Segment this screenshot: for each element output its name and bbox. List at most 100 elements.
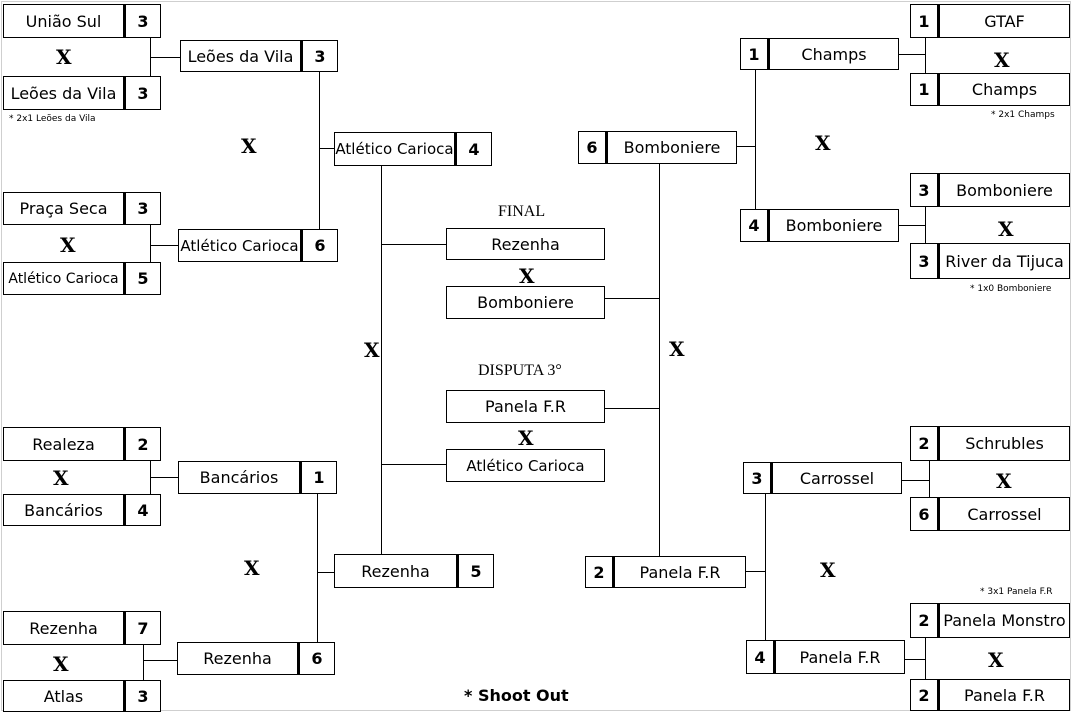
connector-line — [319, 72, 320, 229]
versus-mark: X — [996, 469, 1012, 493]
versus-mark: X — [988, 648, 1004, 672]
team-name: Atlético Carioca — [180, 236, 299, 255]
connector-line — [150, 57, 180, 58]
third-place-label: DISPUTA 3° — [478, 362, 562, 379]
connector-line — [381, 244, 446, 245]
connector-line — [150, 245, 178, 246]
team-name: Leões da Vila — [10, 83, 117, 103]
team-score: 6 — [297, 643, 334, 674]
team-box-panela-monstro: 2 Panela Monstro — [910, 603, 1070, 638]
connector-line — [143, 660, 177, 661]
team-name: Champs — [971, 80, 1038, 99]
connector-line — [905, 659, 925, 660]
connector-line — [929, 461, 930, 497]
versus-mark: X — [998, 217, 1014, 241]
team-name: Panela F.R — [485, 397, 566, 416]
team-box-atletico-carioca-qf: Atlético Carioca 6 — [178, 229, 338, 262]
connector-line — [150, 225, 151, 262]
team-score: 6 — [579, 132, 608, 163]
final-team-rezenha: Rezenha — [446, 228, 605, 260]
team-box-carrossel-qf: 3 Carrossel — [743, 462, 902, 494]
team-score: 3 — [123, 681, 160, 711]
team-box-champs-qf: 1 Champs — [740, 38, 899, 70]
team-score: 3 — [744, 463, 773, 493]
team-score: 4 — [454, 133, 491, 165]
team-name: Atlas — [43, 686, 84, 706]
team-box-gtaf: 1 GTAF — [910, 4, 1070, 38]
team-box-bancarios: Bancários 4 — [3, 494, 161, 526]
team-box-uniao-sul: União Sul 3 — [3, 4, 161, 38]
team-name: Rezenha — [29, 618, 98, 638]
connector-line — [317, 572, 334, 573]
shootout-note: * 2x1 Leões da Vila — [9, 114, 96, 124]
team-name: Atlético Carioca — [466, 456, 585, 475]
team-name: Praça Seca — [19, 199, 108, 218]
team-name: Rezenha — [491, 234, 560, 254]
team-box-champs: 1 Champs — [910, 73, 1070, 106]
connector-line — [605, 408, 659, 409]
team-score: 4 — [747, 641, 776, 673]
versus-mark: X — [669, 337, 685, 361]
team-box-river-da-tijuca: 3 River da Tijuca — [910, 243, 1070, 279]
team-name: Atlético Carioca — [8, 270, 119, 287]
connector-line — [605, 298, 659, 299]
team-name: União Sul — [25, 11, 102, 31]
connector-line — [755, 70, 756, 209]
team-score: 3 — [123, 5, 160, 37]
team-box-leoes-da-vila-qf: Leões da Vila 3 — [180, 40, 338, 72]
connector-line — [381, 464, 446, 465]
versus-mark: X — [364, 338, 380, 362]
connector-line — [737, 146, 755, 147]
team-box-rezenha-sf: Rezenha 5 — [334, 554, 494, 588]
team-score: 6 — [911, 498, 940, 530]
team-name: Champs — [801, 44, 867, 64]
team-box-panela-fr: 2 Panela F.R — [910, 679, 1070, 711]
connector-line — [925, 38, 926, 73]
versus-mark: X — [241, 134, 257, 158]
connector-line — [925, 207, 926, 243]
connector-line — [317, 494, 318, 642]
team-name: GTAF — [984, 11, 1025, 31]
connector-line — [381, 166, 382, 554]
team-score: 3 — [911, 174, 940, 206]
team-score: 2 — [911, 680, 940, 710]
team-score: 2 — [911, 604, 940, 637]
team-score: 3 — [911, 244, 940, 278]
team-score: 3 — [123, 77, 160, 109]
connector-line — [319, 148, 334, 149]
team-name: Panela F.R — [964, 685, 1045, 705]
team-name: Carrossel — [967, 504, 1042, 524]
team-name: River da Tijuca — [945, 251, 1064, 271]
team-score: 6 — [300, 230, 337, 261]
versus-mark: X — [60, 233, 76, 257]
team-box-praca-seca: Praça Seca 3 — [3, 192, 161, 225]
team-name: Panela F.R — [799, 647, 881, 667]
team-score: 4 — [741, 210, 770, 241]
team-box-rezenha-qf: Rezenha 6 — [177, 642, 335, 675]
team-name: Leões da Vila — [187, 46, 294, 66]
team-box-bomboniere-sf: 6 Bomboniere — [578, 131, 737, 164]
team-score: 2 — [911, 427, 940, 460]
team-score: 5 — [456, 555, 493, 587]
versus-mark: X — [994, 48, 1010, 72]
team-name: Panela F.R — [639, 562, 721, 582]
team-name: Bomboniere — [956, 180, 1053, 200]
shootout-note: * 3x1 Panela F.R — [980, 587, 1053, 597]
connector-line — [765, 494, 766, 640]
team-score: 1 — [911, 74, 940, 105]
versus-mark: X — [815, 131, 831, 155]
team-name: Bomboniere — [623, 138, 721, 157]
team-score: 1 — [299, 462, 336, 493]
team-box-atlas: Atlas 3 — [3, 680, 161, 712]
team-box-carrossel: 6 Carrossel — [910, 497, 1070, 531]
shootout-note: * 2x1 Champs — [991, 110, 1055, 120]
versus-mark: X — [56, 45, 72, 69]
final-label: FINAL — [498, 203, 546, 220]
team-score: 1 — [911, 5, 940, 37]
third-place-team-panela-fr: Panela F.R — [446, 390, 605, 423]
versus-mark: X — [519, 264, 535, 288]
connector-line — [902, 480, 929, 481]
team-score: 3 — [123, 193, 160, 224]
team-box-atletico-carioca: Atlético Carioca 5 — [3, 262, 161, 295]
team-box-atletico-carioca-sf: Atlético Carioca 4 — [334, 132, 492, 166]
